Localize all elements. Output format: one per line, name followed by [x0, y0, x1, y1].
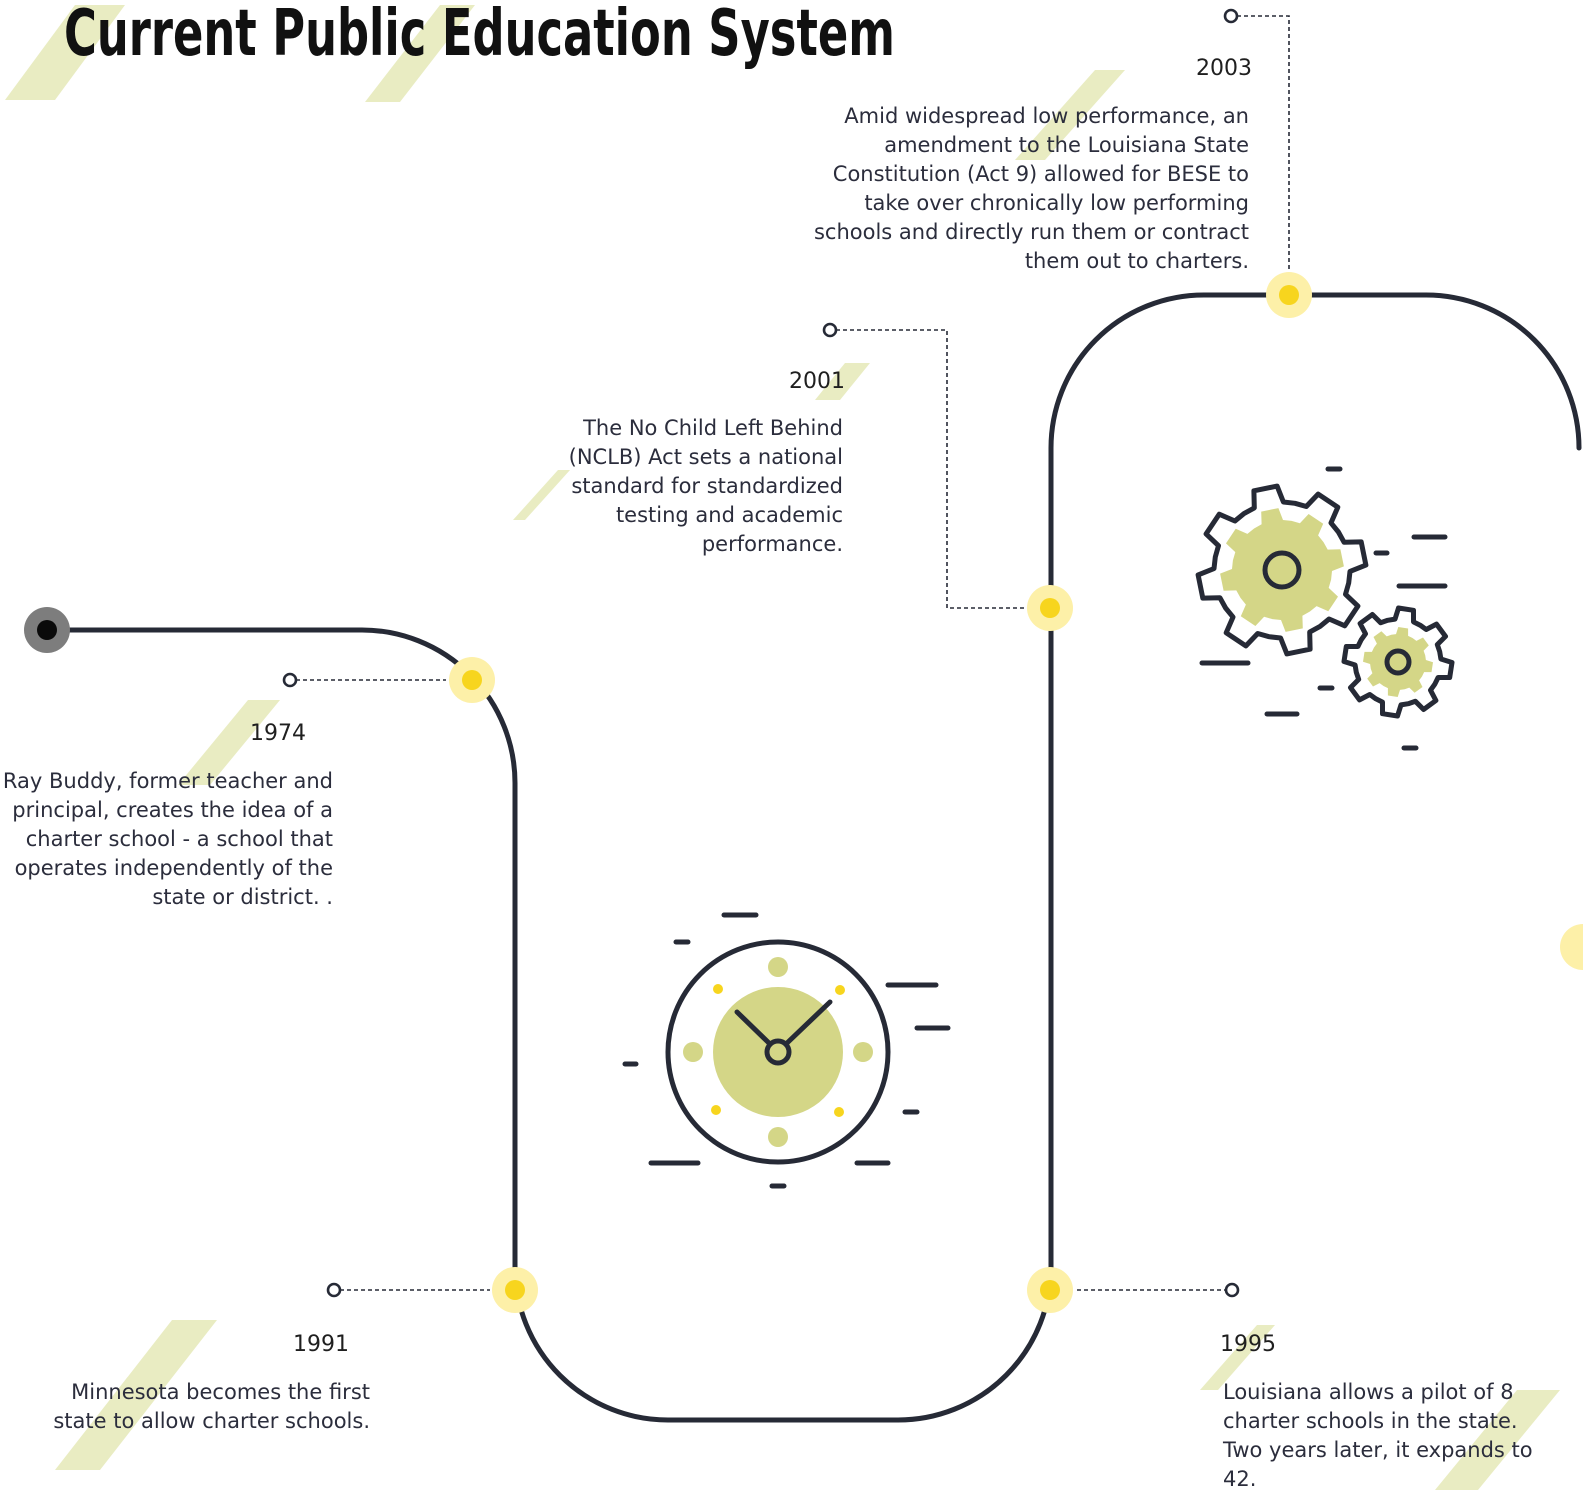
milestone-dot-1991	[492, 1267, 538, 1313]
year-label-1995: 1995	[1220, 1332, 1276, 1357]
event-description-1974: Ray Buddy, former teacher and principal,…	[2, 769, 333, 909]
page-title: Current Public Education System	[64, 0, 895, 71]
event-description-1995: Louisiana allows a pilot of 8 charter sc…	[1223, 1380, 1533, 1491]
milestone-dot-1974	[449, 657, 495, 703]
clock-icon	[622, 912, 951, 1189]
year-label-1974: 1974	[250, 721, 306, 746]
gears-icon	[1195, 466, 1455, 751]
milestone-dot-2003	[1266, 272, 1312, 318]
event-description-2001: The No Child Left Behind (NCLB) Act sets…	[568, 416, 843, 556]
milestone-dot-offscreen	[1560, 924, 1583, 970]
dashed-connectors	[296, 15, 1290, 1291]
year-label-2001: 2001	[789, 369, 845, 394]
milestone-dot-1995	[1027, 1267, 1073, 1313]
year-label-1991: 1991	[293, 1332, 349, 1357]
connector-end-rings	[282, 8, 1240, 1298]
timeline-track	[44, 292, 1582, 1423]
event-description-2003: Amid widespread low performance, an amen…	[813, 104, 1249, 273]
start-dot	[24, 607, 70, 653]
event-description-1991: Minnesota becomes the first state to all…	[53, 1380, 370, 1433]
year-label-2003: 2003	[1196, 56, 1252, 81]
decorative-stripes	[5, 5, 1560, 1490]
milestone-dot-2001	[1027, 585, 1073, 631]
